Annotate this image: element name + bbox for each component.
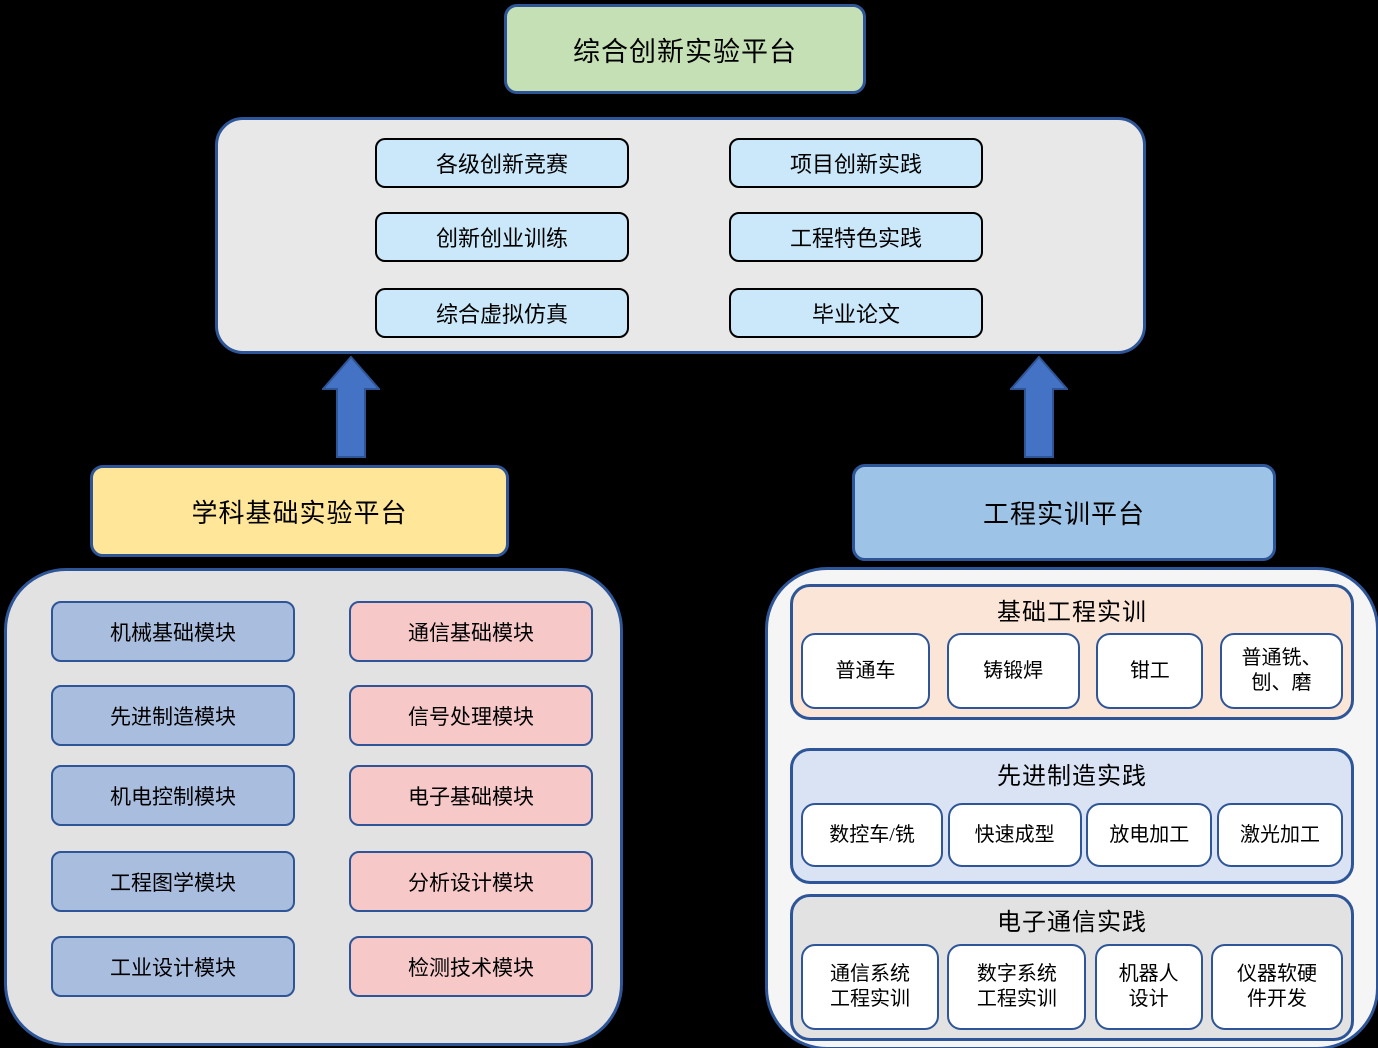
training-item: 机器人 设计: [1094, 944, 1203, 1030]
section-title: 基础工程实训: [997, 600, 1147, 626]
section-items-row: 普通车 铸锻焊 钳工 普通铣、 刨、磨: [801, 633, 1343, 709]
section-items-row: 数控车/铣 快速成型 放电加工 激光加工: [801, 803, 1343, 867]
training-item: 普通车: [801, 633, 930, 709]
innovation-practice-container: 各级创新竞赛 创新创业训练 综合虚拟仿真 项目创新实践 工程特色实践 毕业论文: [215, 117, 1146, 354]
module-box-pink: 信号处理模块: [349, 685, 593, 746]
training-item: 快速成型: [947, 803, 1082, 867]
top-platform-box: 综合创新实验平台: [504, 4, 866, 94]
module-box-pink: 检测技术模块: [349, 936, 593, 997]
innovation-item: 各级创新竞赛: [375, 138, 629, 188]
left-platform-box: 学科基础实验平台: [90, 465, 509, 557]
training-item: 仪器软硬 件开发: [1210, 944, 1343, 1030]
training-item: 通信系统 工程实训: [801, 944, 939, 1030]
basic-modules-container: 机械基础模块 先进制造模块 机电控制模块 工程图学模块 工业设计模块 通信基础模…: [4, 568, 623, 1046]
module-box-pink: 分析设计模块: [349, 851, 593, 912]
section-title: 电子通信实践: [997, 910, 1147, 936]
up-arrow-right-icon: [1008, 355, 1070, 458]
module-box-blue: 机械基础模块: [51, 601, 295, 662]
innovation-item: 综合虚拟仿真: [375, 288, 629, 338]
module-box-blue: 先进制造模块: [51, 685, 295, 746]
module-box-blue: 机电控制模块: [51, 765, 295, 826]
training-item: 钳工: [1096, 633, 1204, 709]
innovation-item: 项目创新实践: [729, 138, 983, 188]
module-box-pink: 电子基础模块: [349, 765, 593, 826]
training-item: 普通铣、 刨、磨: [1219, 633, 1343, 709]
training-item: 激光加工: [1216, 803, 1343, 867]
section-title: 先进制造实践: [997, 764, 1147, 790]
training-section-electronic: 电子通信实践 通信系统 工程实训 数字系统 工程实训 机器人 设计 仪器软硬 件…: [790, 894, 1354, 1041]
training-item: 铸锻焊: [946, 633, 1080, 709]
section-items-row: 通信系统 工程实训 数字系统 工程实训 机器人 设计 仪器软硬 件开发: [801, 944, 1343, 1030]
module-box-blue: 工程图学模块: [51, 851, 295, 912]
module-box-pink: 通信基础模块: [349, 601, 593, 662]
up-arrow-left-icon: [320, 355, 382, 458]
training-section-basic: 基础工程实训 普通车 铸锻焊 钳工 普通铣、 刨、磨: [790, 584, 1354, 720]
training-item: 数字系统 工程实训: [947, 944, 1087, 1030]
module-box-blue: 工业设计模块: [51, 936, 295, 997]
training-item: 放电加工: [1086, 803, 1213, 867]
innovation-item: 工程特色实践: [729, 212, 983, 262]
training-container: 基础工程实训 普通车 铸锻焊 钳工 普通铣、 刨、磨 先进制造实践 数控车/铣 …: [765, 567, 1378, 1048]
innovation-item: 毕业论文: [729, 288, 983, 338]
training-section-advanced: 先进制造实践 数控车/铣 快速成型 放电加工 激光加工: [790, 748, 1354, 884]
innovation-item: 创新创业训练: [375, 212, 629, 262]
right-platform-box: 工程实训平台: [852, 464, 1276, 561]
training-item: 数控车/铣: [801, 803, 943, 867]
